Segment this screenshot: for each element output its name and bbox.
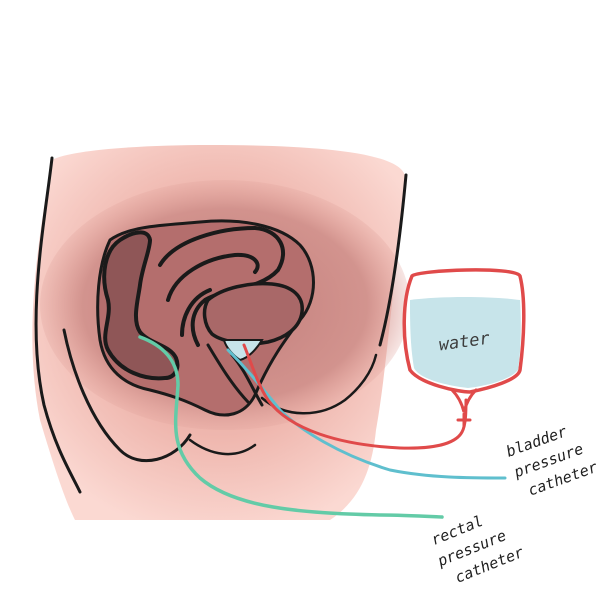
intestinal-loop-outer: [158, 225, 285, 347]
vaginal-canal: [206, 343, 250, 404]
rectum: [102, 230, 180, 381]
intestinal-loop-inner: [180, 288, 212, 337]
rectal-pressure-catheter: [138, 335, 444, 519]
right-hip-outline: [378, 173, 408, 347]
thigh-outline: [188, 438, 257, 456]
bladder-catheter-label: bladder pressure catheter: [504, 422, 600, 499]
buttock-outline: [62, 328, 192, 463]
bladder-pressure-catheter: [242, 343, 468, 450]
intestinal-loop-middle: [166, 252, 260, 302]
water-fill: [410, 297, 521, 388]
bag-valve: [456, 412, 472, 428]
bladder: [202, 281, 304, 346]
left-hip-outline: [34, 156, 82, 494]
perineum-outline: [260, 353, 378, 415]
water-bag-neck: [450, 388, 478, 413]
